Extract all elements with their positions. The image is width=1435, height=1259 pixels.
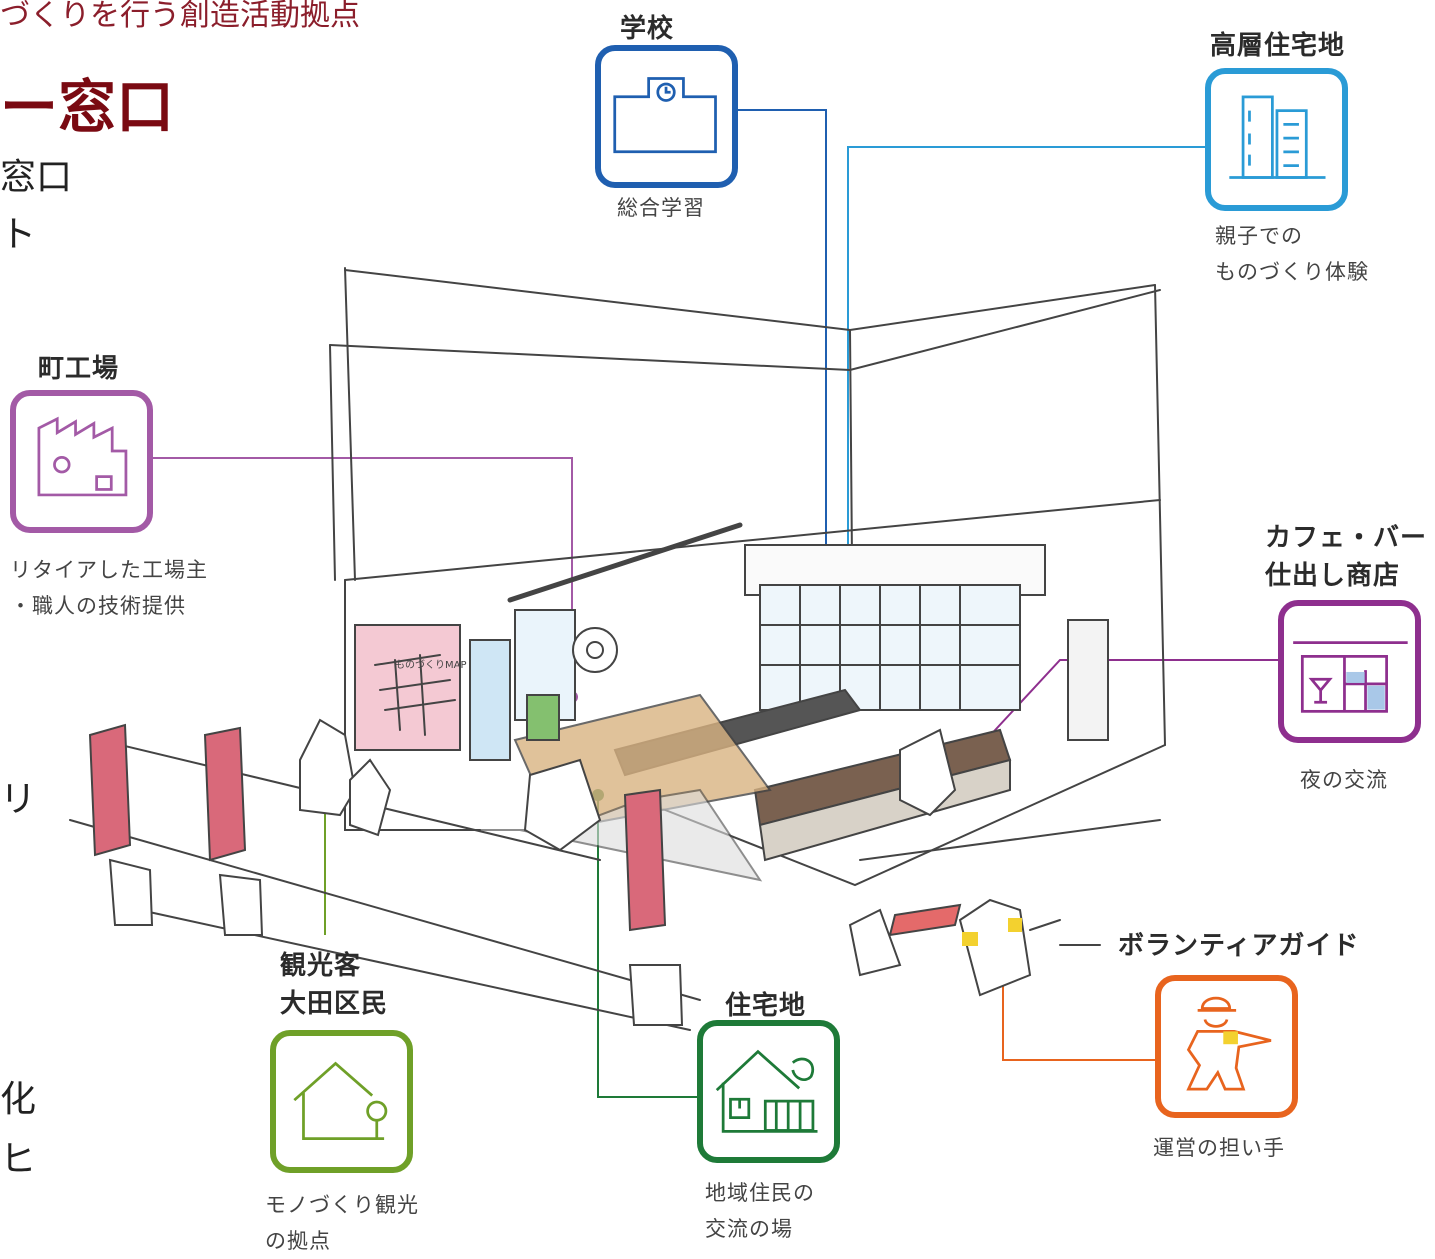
node-tourist-title: 観光客	[280, 951, 362, 981]
node-residential-title: 住宅地	[725, 991, 807, 1021]
house-tree-icon	[293, 1061, 388, 1140]
left-text-fragment: リ	[0, 779, 37, 820]
residential-icon-box	[697, 1020, 840, 1163]
connector-school	[735, 109, 827, 690]
node-tourist-desc: の拠点	[265, 1229, 331, 1253]
page-subtitle: づくりを行う創造活動拠点	[0, 0, 360, 33]
node-tourist-desc: モノづくり観光	[265, 1193, 419, 1217]
node-school-desc: 総合学習	[617, 196, 705, 220]
school-icon	[613, 77, 717, 154]
guide-icon-box	[1155, 975, 1298, 1118]
node-highrise-desc: 親子での	[1215, 224, 1303, 248]
node-highrise-desc: ものづくり体験	[1215, 260, 1369, 284]
map-sign-text: ものづくりMAP	[395, 659, 467, 671]
left-text-fragment: 化	[0, 1079, 37, 1120]
node-tourist-title: 大田区民	[280, 989, 389, 1019]
connector-highrise	[847, 146, 1205, 690]
residential-icon	[715, 1049, 818, 1133]
left-text-fragment: ヒ	[0, 1139, 37, 1180]
node-residential-desc: 交流の場	[705, 1217, 793, 1241]
node-cafe-title: 仕出し商店	[1265, 561, 1401, 591]
node-cafe-desc: 夜の交流	[1300, 768, 1388, 792]
node-factory-title: 町工場	[38, 354, 120, 384]
factory-icon	[37, 416, 128, 497]
highrise-icon-box	[1205, 68, 1348, 211]
connector-residential	[597, 800, 697, 1098]
connector-guide	[1002, 970, 1155, 1061]
guide-person-icon	[1186, 996, 1272, 1091]
node-school-title: 学校	[620, 14, 675, 44]
factory-icon-box	[10, 390, 153, 533]
page-heading: ー窓口	[0, 73, 175, 141]
node-guide-title: ボランティアガイド	[1118, 931, 1360, 961]
node-factory-desc: ・職人の技術提供	[10, 594, 186, 618]
left-text-fragment: 窓口	[0, 157, 73, 198]
school-icon-box	[595, 45, 738, 188]
cafe-icon-box	[1278, 600, 1421, 743]
building-icon	[1229, 95, 1326, 179]
node-factory-desc: リタイアした工場主	[10, 558, 208, 582]
node-guide-desc: 運営の担い手	[1153, 1136, 1285, 1160]
left-text-fragment: ト	[0, 214, 37, 255]
node-highrise-title: 高層住宅地	[1210, 31, 1346, 61]
tourist-icon-box	[270, 1030, 413, 1173]
node-residential-desc: 地域住民の	[705, 1181, 815, 1205]
node-cafe-title: カフェ・バー	[1265, 523, 1428, 553]
cafe-bar-icon	[1293, 641, 1408, 713]
